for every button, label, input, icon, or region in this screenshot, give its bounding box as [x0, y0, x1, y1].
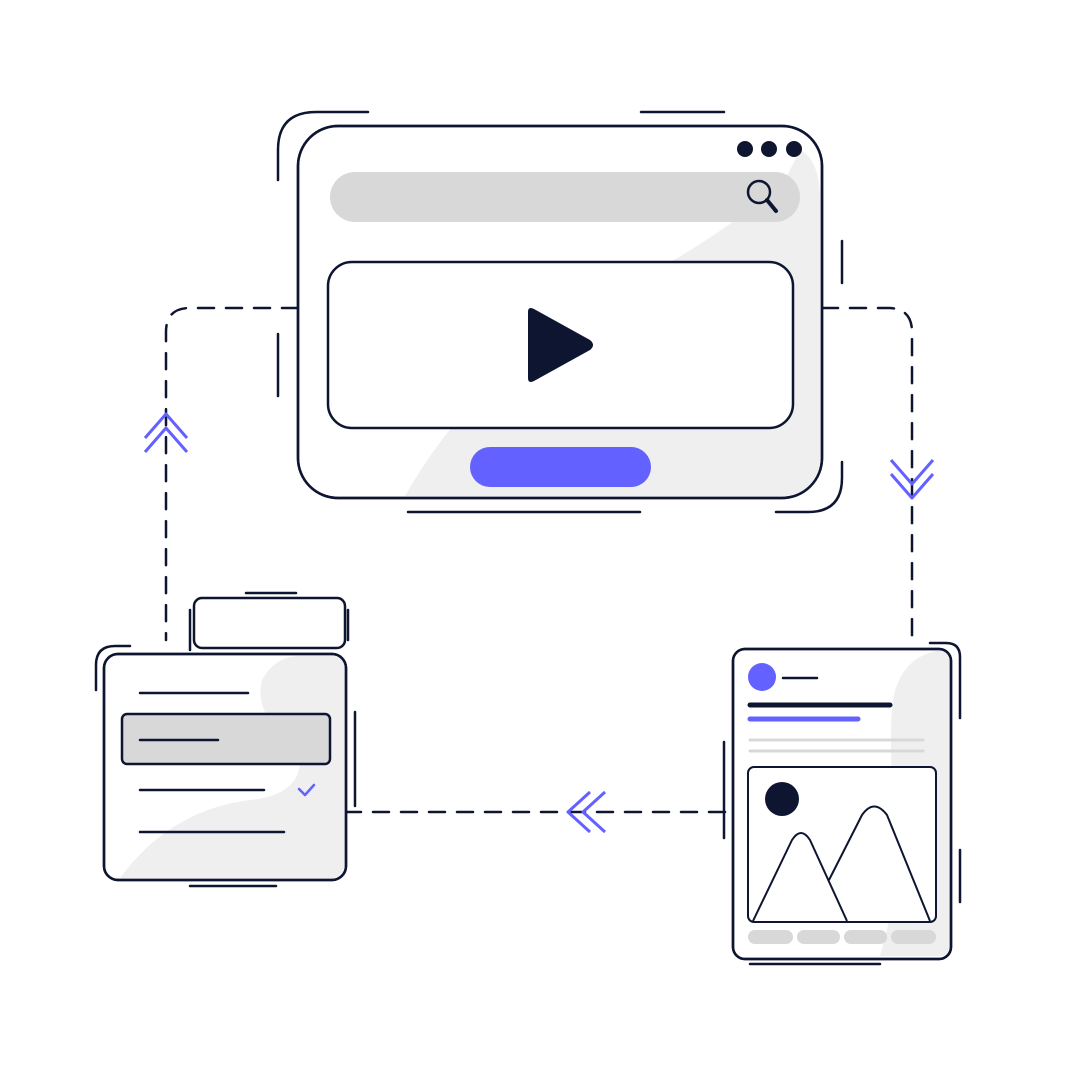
connector-left: [164, 306, 300, 642]
three-dots-icon[interactable]: [737, 141, 802, 157]
check-icon: [297, 783, 316, 797]
window-frame-outline: [296, 124, 824, 500]
play-icon[interactable]: [528, 308, 593, 382]
list-panel: [94, 591, 357, 888]
post-card-outline: [731, 647, 953, 961]
double-chevron-up-icon: [143, 412, 189, 453]
post-action-button[interactable]: [797, 930, 840, 944]
browser-window: [276, 110, 844, 514]
avatar-icon[interactable]: [748, 663, 776, 691]
post-card-accent-lines: [722, 641, 962, 966]
list-item-selected[interactable]: [120, 712, 332, 766]
flow-connectors: [164, 306, 914, 814]
list-panel-outline: [102, 652, 348, 882]
window-accent-lines: [276, 110, 844, 514]
connector-right: [820, 306, 914, 647]
double-chevron-left-icon: [566, 790, 607, 834]
search-icon[interactable]: [746, 179, 778, 213]
double-chevron-down-icon: [889, 459, 935, 500]
list-header-tab[interactable]: [192, 596, 347, 650]
post-action-button[interactable]: [748, 930, 793, 944]
search-input[interactable]: [330, 172, 800, 222]
post-action-button[interactable]: [844, 930, 887, 944]
list-panel-shade: [120, 656, 344, 878]
mountain-image-icon: [752, 782, 931, 922]
list-items: [120, 691, 332, 834]
post-actions: [748, 930, 936, 944]
post-card: [722, 641, 962, 966]
list-panel-accent-lines: [94, 591, 357, 888]
post-action-button[interactable]: [891, 930, 936, 944]
primary-action-button[interactable]: [470, 447, 651, 487]
